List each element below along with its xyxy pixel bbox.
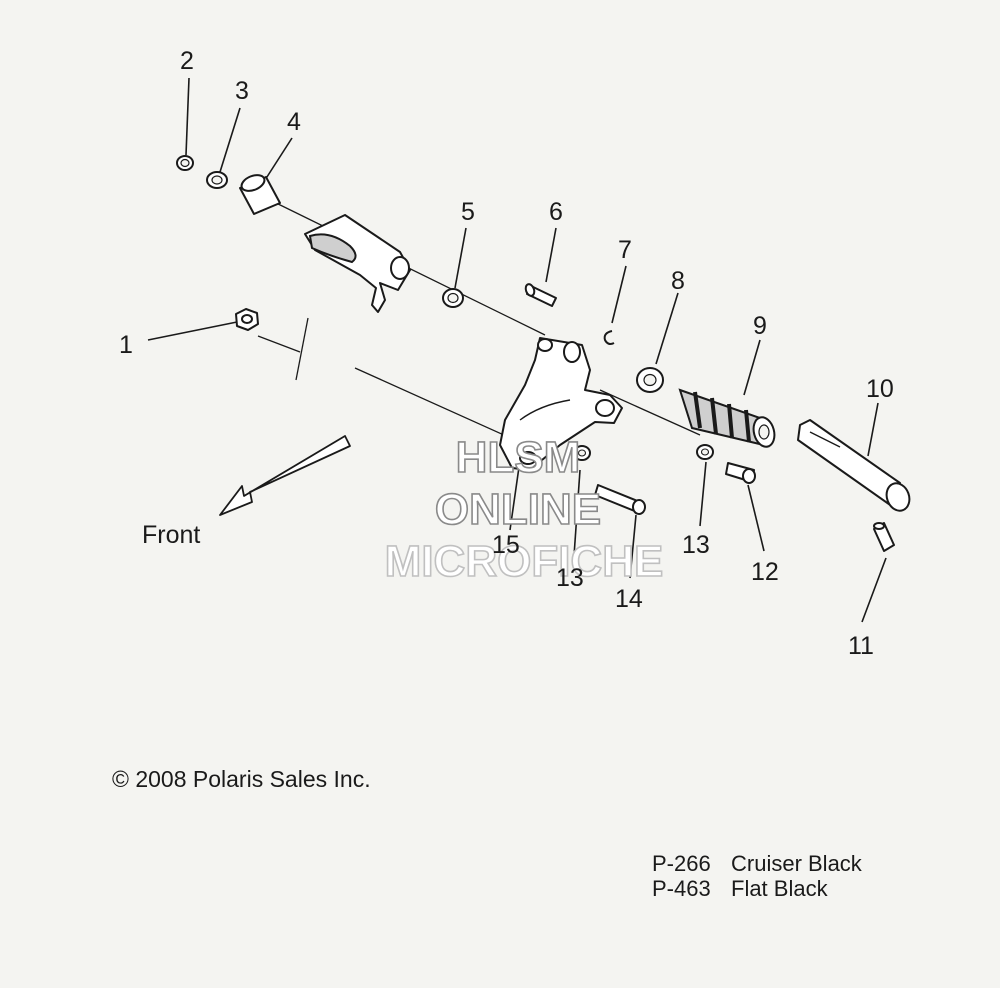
part-9-rubber-grip [678,388,776,448]
callout-4: 4 [287,108,301,136]
part-14-bolt [594,484,646,515]
callout-2: 2 [180,47,194,75]
callout-1: 1 [119,331,133,359]
callout-14: 14 [615,585,643,613]
copyright-text: © 2008 Polaris Sales Inc. [112,766,371,792]
part-2-ring [176,155,194,171]
callout-11: 11 [848,632,874,660]
callout-3: 3 [235,77,249,105]
callout-7: 7 [618,236,632,264]
part-1-nut [235,308,259,331]
color-code-legend: P-266 Cruiser Black P-463 Flat Black [652,851,863,901]
part-12-bolt [725,462,756,484]
part-8-washer [636,367,664,393]
part-3-washer [206,171,228,189]
callout-9: 9 [753,312,767,340]
part-4-bushing [239,174,281,215]
color-code-2: P-463 [652,876,711,901]
leader-lines [147,77,887,623]
color-name-2: Flat Black [731,876,829,901]
callout-numbers: 1 2 3 4 5 6 7 8 9 10 11 12 13 13 14 15 [119,47,894,660]
callout-15: 15 [492,531,520,559]
callout-12: 12 [751,558,779,586]
color-code-1: P-266 [652,851,711,876]
shift-arm [304,214,411,313]
callout-6: 6 [549,198,563,226]
front-arrow-icon [219,435,351,516]
part-10-shaft [797,419,911,512]
watermark-line1: HLSM [456,433,581,482]
watermark-line3: MICROFICHE [385,537,664,586]
part-6-pin [524,283,557,307]
part-13-washer-b [573,445,591,461]
part-11-pin [873,522,895,552]
watermark-line2: ONLINE [435,485,601,534]
watermark: HLSM ONLINE MICROFICHE [384,432,664,587]
callout-5: 5 [461,198,475,226]
callout-10: 10 [866,375,894,403]
callout-8: 8 [671,267,685,295]
part-15-bracket [499,337,623,471]
part-13-washer-a [696,444,714,460]
part-5-washer [442,288,464,308]
front-label: Front [142,521,200,549]
callout-13a: 13 [682,531,710,559]
callout-13b: 13 [556,564,584,592]
color-name-1: Cruiser Black [731,851,863,876]
part-7-clip [603,330,615,345]
